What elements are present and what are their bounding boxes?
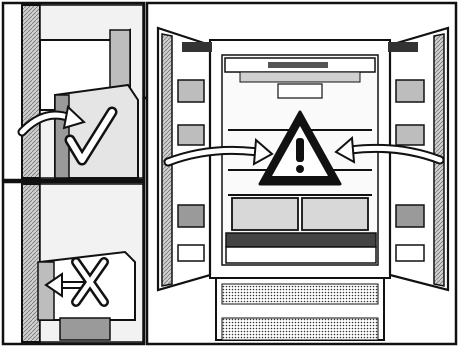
drawer-front xyxy=(226,247,376,263)
right-door-bin-3 xyxy=(396,205,424,227)
kick-plate-grille xyxy=(222,318,378,340)
left-door-bin-1 xyxy=(178,80,204,102)
left-door-bin-4 xyxy=(178,245,204,261)
bin-base xyxy=(60,318,110,340)
left-door-bin-3 xyxy=(178,205,204,227)
left-door-bin-2 xyxy=(178,125,204,145)
right-door-bin-4 xyxy=(396,245,424,261)
panel-door-bin-incorrect xyxy=(3,182,144,344)
right-hinge xyxy=(388,42,418,52)
right-door-bin-1 xyxy=(396,80,424,102)
crisper-right xyxy=(302,198,368,230)
drawer-handle-bar xyxy=(226,233,376,247)
panel-fridge-open-doors xyxy=(147,3,456,344)
top-shelf-lip xyxy=(240,72,360,82)
display-strip xyxy=(268,62,328,68)
door-edge xyxy=(22,5,40,178)
freezer-vent xyxy=(222,284,378,304)
right-door-bin-2 xyxy=(396,125,424,145)
left-hinge xyxy=(182,42,212,52)
light-unit xyxy=(278,84,322,98)
bin-side xyxy=(38,262,54,320)
crisper-left xyxy=(232,198,298,230)
panel-door-bin-correct xyxy=(3,3,144,180)
